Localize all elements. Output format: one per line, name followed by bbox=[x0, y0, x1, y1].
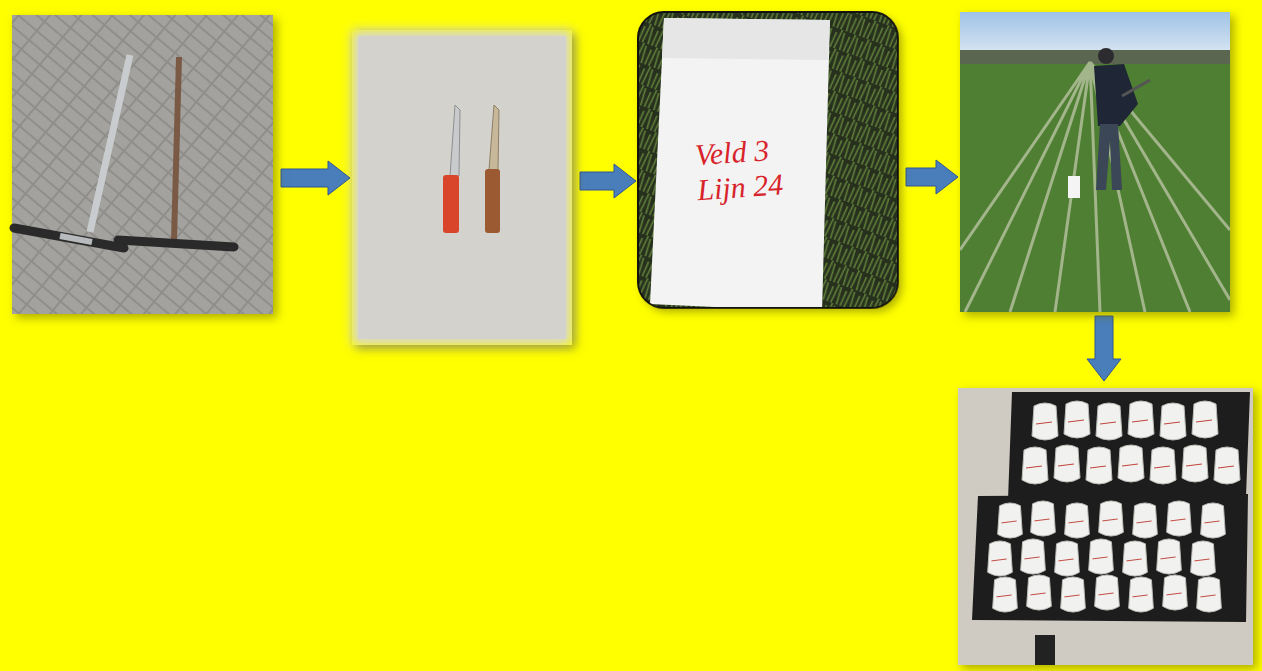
photo-detail bbox=[993, 577, 1018, 612]
photo-detail bbox=[1197, 577, 1222, 612]
photo-detail bbox=[14, 228, 124, 248]
photo-detail bbox=[1031, 501, 1056, 536]
photo-detail bbox=[1160, 403, 1186, 440]
photo-detail bbox=[638, 12, 898, 308]
photo-detail bbox=[1098, 48, 1114, 64]
photo-detail bbox=[1128, 401, 1154, 438]
handwritten-label: Veld 3 Lijn 24 bbox=[694, 130, 823, 207]
photo-detail bbox=[1027, 575, 1052, 610]
photo-detail bbox=[489, 105, 499, 170]
photo-detail bbox=[352, 30, 572, 345]
photo-detail bbox=[1086, 447, 1112, 484]
photo-panel bbox=[352, 30, 572, 345]
photo-detail bbox=[1192, 401, 1218, 438]
photo-detail bbox=[60, 236, 92, 242]
photo-detail bbox=[1096, 403, 1122, 440]
photo-detail bbox=[1122, 80, 1150, 96]
photo-detail bbox=[958, 388, 1253, 665]
photo-detail bbox=[988, 401, 1240, 612]
photo-detail bbox=[1055, 541, 1080, 576]
photo-detail bbox=[118, 240, 234, 247]
flow-arrow bbox=[281, 161, 350, 195]
photo-detail bbox=[1201, 503, 1226, 538]
photo-detail bbox=[998, 503, 1023, 538]
photo-panel bbox=[958, 388, 1253, 665]
photo-detail bbox=[960, 50, 1230, 64]
photo-detail bbox=[1061, 577, 1086, 612]
flow-arrow bbox=[906, 160, 958, 194]
photo-detail bbox=[1094, 64, 1138, 126]
photo-detail bbox=[1021, 539, 1046, 574]
photo-detail bbox=[174, 57, 179, 240]
auger-photo bbox=[12, 15, 273, 314]
photo-detail bbox=[1064, 401, 1090, 438]
photo-detail bbox=[1099, 501, 1124, 536]
bag-photo bbox=[638, 12, 898, 312]
photo-detail bbox=[1008, 392, 1250, 500]
photo-panel bbox=[12, 15, 273, 314]
photo-detail bbox=[960, 12, 1230, 312]
photo-detail bbox=[960, 62, 1230, 312]
photo-detail bbox=[1129, 577, 1154, 612]
photo-detail bbox=[988, 541, 1013, 576]
photo-detail bbox=[485, 169, 500, 233]
photo-detail bbox=[1118, 445, 1144, 482]
photo-panel bbox=[960, 12, 1230, 312]
photo-detail bbox=[1065, 503, 1090, 538]
photo-detail bbox=[638, 12, 898, 308]
flow-arrow bbox=[1087, 316, 1121, 381]
photo-detail bbox=[1157, 539, 1182, 574]
photo-detail bbox=[12, 15, 273, 314]
photo-detail bbox=[1163, 575, 1188, 610]
knife-photo bbox=[352, 30, 572, 345]
photo-detail bbox=[1191, 541, 1216, 576]
photo-detail bbox=[358, 36, 566, 339]
photo-detail bbox=[1022, 447, 1048, 484]
field-photo bbox=[960, 12, 1230, 312]
photo-detail bbox=[443, 175, 459, 233]
crates-photo bbox=[958, 388, 1253, 665]
photo-detail bbox=[972, 494, 1248, 622]
photo-detail bbox=[1089, 539, 1114, 574]
photo-detail bbox=[1054, 445, 1080, 482]
photo-detail bbox=[662, 18, 830, 60]
photo-detail bbox=[1032, 403, 1058, 440]
photo-panel: Veld 3 Lijn 24 bbox=[638, 12, 898, 308]
photo-detail bbox=[1214, 447, 1240, 484]
photo-detail bbox=[1096, 124, 1122, 190]
photo-detail bbox=[1095, 575, 1120, 610]
photo-detail bbox=[1150, 447, 1176, 484]
photo-detail bbox=[1035, 635, 1055, 665]
photo-detail bbox=[650, 18, 830, 308]
photo-detail bbox=[450, 105, 460, 176]
photo-detail bbox=[1068, 176, 1080, 198]
photo-detail bbox=[1133, 503, 1158, 538]
photo-detail bbox=[1182, 445, 1208, 482]
photo-detail bbox=[90, 55, 130, 232]
photo-detail bbox=[1123, 541, 1148, 576]
photo-detail bbox=[1167, 501, 1192, 536]
flow-arrow bbox=[580, 164, 636, 198]
